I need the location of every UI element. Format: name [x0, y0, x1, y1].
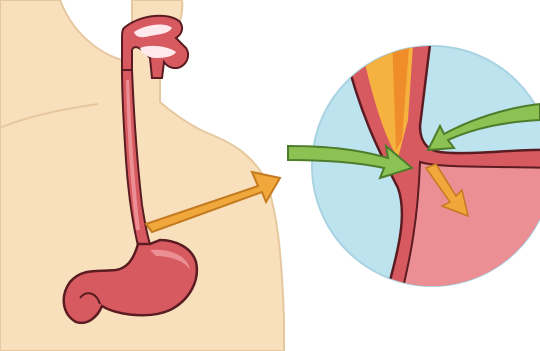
stomach-lining	[400, 162, 540, 300]
sphincter-closeup	[288, 28, 540, 320]
